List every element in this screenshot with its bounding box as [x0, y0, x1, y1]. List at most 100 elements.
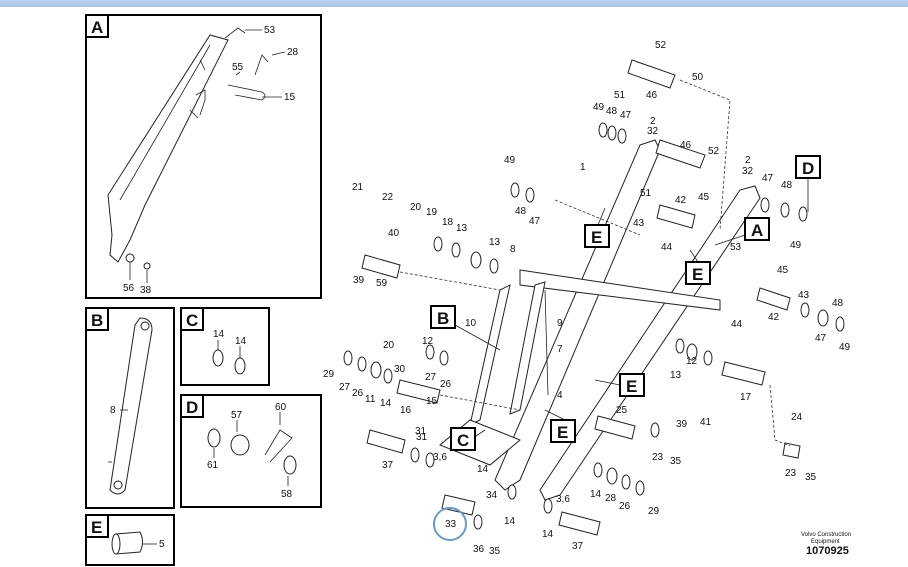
panel-c-tag: C — [186, 311, 198, 330]
label-52b: 52 — [708, 146, 720, 157]
clip-part — [227, 84, 266, 101]
washer — [357, 356, 367, 372]
label-a-53: 53 — [264, 25, 276, 36]
label-a-28: 28 — [287, 47, 299, 58]
callout-d-box — [795, 155, 821, 179]
pin-42 — [656, 204, 696, 229]
washer — [617, 128, 627, 144]
panel-a-tag-box — [85, 14, 109, 38]
assembly-line — [679, 79, 731, 231]
pin-46-top — [627, 59, 676, 89]
label-36: 36 — [473, 544, 485, 555]
washer — [598, 122, 608, 138]
leader-callout-e4 — [689, 249, 699, 263]
label-35: 35 — [670, 456, 682, 467]
label-14e: 14 — [590, 489, 602, 500]
callout-a-box — [744, 217, 770, 241]
washer-part — [125, 253, 135, 263]
link-rod-b — [109, 317, 153, 495]
assembly-line — [399, 271, 501, 291]
washer — [703, 350, 713, 366]
leader-d — [213, 412, 289, 486]
label-48b: 48 — [515, 206, 527, 217]
washer — [650, 422, 660, 438]
label-c-14a: 14 — [213, 329, 225, 340]
panel-c-frame — [180, 307, 270, 386]
label-47d: 47 — [815, 333, 827, 344]
bolt-part — [143, 262, 151, 270]
bushing-24 — [782, 442, 801, 459]
label-49d: 49 — [839, 342, 851, 353]
washer — [410, 447, 420, 463]
label-20b: 20 — [383, 340, 395, 351]
callout-b: B — [437, 309, 449, 328]
washer — [593, 462, 603, 478]
label-8: 8 — [510, 244, 516, 255]
label-49: 49 — [593, 102, 605, 113]
washer — [510, 182, 520, 198]
washer — [817, 309, 829, 327]
brand-line-1: Volvo Construction — [801, 532, 851, 538]
label-7: 7 — [557, 344, 563, 355]
label-d-57: 57 — [231, 410, 243, 421]
washer-d — [283, 455, 297, 475]
leader-28 — [271, 51, 286, 56]
main-assembly: B C E E E E A D 52 50 46 51 49 48 47 2 3… — [323, 40, 851, 557]
label-34: 34 — [486, 490, 498, 501]
label-44b: 44 — [731, 319, 743, 330]
panel-b: B 8 — [85, 307, 175, 509]
arm-bracket-a — [107, 34, 229, 263]
label-a-38: 38 — [140, 285, 152, 296]
label-32b: 32 — [742, 166, 754, 177]
doc-number: 1070925 — [806, 545, 849, 557]
label-3-6: 3,6 — [433, 452, 447, 463]
label-20: 20 — [410, 202, 422, 213]
panel-e-tag-box — [85, 514, 109, 538]
label-a-15: 15 — [284, 92, 296, 103]
cross-tube — [519, 269, 721, 311]
leader-callout-e2 — [594, 379, 621, 386]
callout-e1: E — [591, 228, 602, 247]
label-2: 2 — [650, 116, 656, 127]
washer — [607, 125, 617, 141]
label-28: 28 — [605, 493, 617, 504]
label-12b: 12 — [686, 356, 698, 367]
leader-55 — [235, 71, 241, 76]
washer — [425, 344, 435, 360]
label-26b: 26 — [440, 379, 452, 390]
label-10: 10 — [465, 318, 477, 329]
panel-b-frame — [85, 307, 175, 509]
panel-b-tag: B — [91, 311, 103, 330]
label-39b: 39 — [676, 419, 688, 430]
panel-a: A 53 28 55 15 56 38 — [85, 14, 322, 299]
label-16: 16 — [400, 405, 412, 416]
label-21: 21 — [352, 182, 364, 193]
label-27: 27 — [339, 382, 351, 393]
panel-e-frame — [85, 514, 175, 566]
label-23b: 23 — [785, 468, 797, 479]
label-43b: 43 — [798, 290, 810, 301]
panel-d-tag-box — [180, 394, 204, 418]
leader-c-14 — [217, 340, 241, 358]
label-52: 52 — [655, 40, 667, 51]
washer — [800, 302, 810, 318]
washer — [343, 350, 353, 366]
washer — [433, 236, 443, 252]
label-45b: 45 — [777, 265, 789, 276]
washer — [606, 467, 618, 485]
label-23: 23 — [652, 452, 664, 463]
spring-d — [264, 429, 293, 463]
label-29b: 29 — [648, 506, 660, 517]
arm-detail-line — [189, 59, 206, 119]
label-46b: 46 — [680, 140, 692, 151]
label-48d: 48 — [832, 298, 844, 309]
label-e-5: 5 — [159, 539, 165, 550]
label-48c: 48 — [781, 180, 793, 191]
label-11: 11 — [365, 394, 376, 405]
callout-e-box — [619, 373, 645, 397]
top-window-bar — [0, 0, 908, 7]
pin-17 — [721, 361, 766, 386]
label-a-55: 55 — [232, 62, 244, 73]
label-37: 37 — [382, 460, 394, 471]
label-33: 33 — [445, 519, 457, 530]
